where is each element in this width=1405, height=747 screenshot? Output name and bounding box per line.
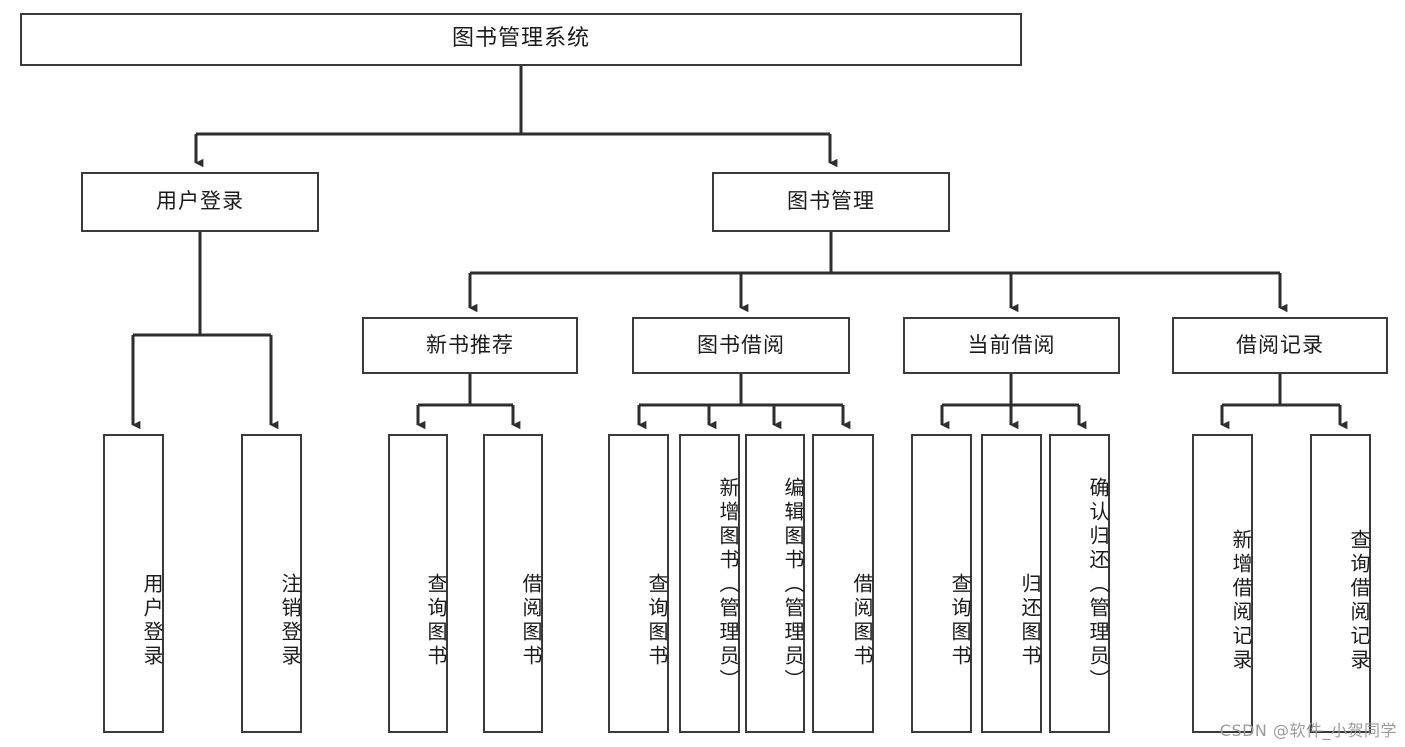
node-book-management[interactable]: 图书管理 [712,172,950,232]
node-label: 当前借阅 [967,332,1056,357]
node-label: 借阅图书 [850,572,874,669]
node-label: 归还图书 [1018,572,1042,669]
node-leaf-confirm-return[interactable]: 确认归还（管理员） [1049,434,1110,733]
node-user-login[interactable]: 用户登录 [81,172,319,232]
node-leaf-add-record[interactable]: 新增借阅记录 [1192,434,1253,733]
node-label: 新书推荐 [426,332,514,357]
node-new-book-recommend[interactable]: 新书推荐 [362,317,578,374]
node-leaf-query-record[interactable]: 查询借阅记录 [1310,434,1371,733]
node-leaf-edit-book[interactable]: 编辑图书（管理员） [745,434,805,733]
node-label: 查询图书 [948,572,972,669]
node-label: 图书管理 [787,189,875,214]
node-label: 注销登录 [278,572,302,669]
node-leaf-return-book[interactable]: 归还图书 [981,434,1042,733]
node-leaf-borrow-book-2[interactable]: 借阅图书 [812,434,874,733]
node-label: 查询图书 [424,572,448,669]
node-leaf-logout-login[interactable]: 注销登录 [241,434,302,733]
node-label: 借阅记录 [1236,332,1324,357]
node-leaf-add-book[interactable]: 新增图书（管理员） [679,434,740,733]
node-label: 编辑图书（管理员） [781,476,805,693]
node-label: 新增图书（管理员） [716,476,740,693]
node-label: 借阅图书 [519,572,543,669]
node-label: 确认归还（管理员） [1086,476,1110,693]
node-borrow-record[interactable]: 借阅记录 [1172,317,1388,374]
node-label: 图书管理系统 [451,26,590,52]
node-leaf-user-login[interactable]: 用户登录 [103,434,164,733]
node-label: 用户登录 [140,572,164,669]
node-label: 查询图书 [645,572,669,669]
node-book-management-system[interactable]: 图书管理系统 [20,13,1022,66]
node-label: 图书借阅 [697,332,785,357]
node-label: 用户登录 [156,189,244,214]
node-leaf-query-book-3[interactable]: 查询图书 [911,434,972,733]
node-label: 查询借阅记录 [1347,528,1371,673]
node-leaf-query-book-1[interactable]: 查询图书 [388,434,448,733]
node-label: 新增借阅记录 [1229,528,1253,673]
node-leaf-query-book-2[interactable]: 查询图书 [608,434,669,733]
csdn-watermark: CSDN @软件_小贺同学 [1219,721,1397,740]
node-current-borrow[interactable]: 当前借阅 [903,317,1120,374]
node-book-borrow[interactable]: 图书借阅 [632,317,850,374]
node-leaf-borrow-book-1[interactable]: 借阅图书 [483,434,543,733]
